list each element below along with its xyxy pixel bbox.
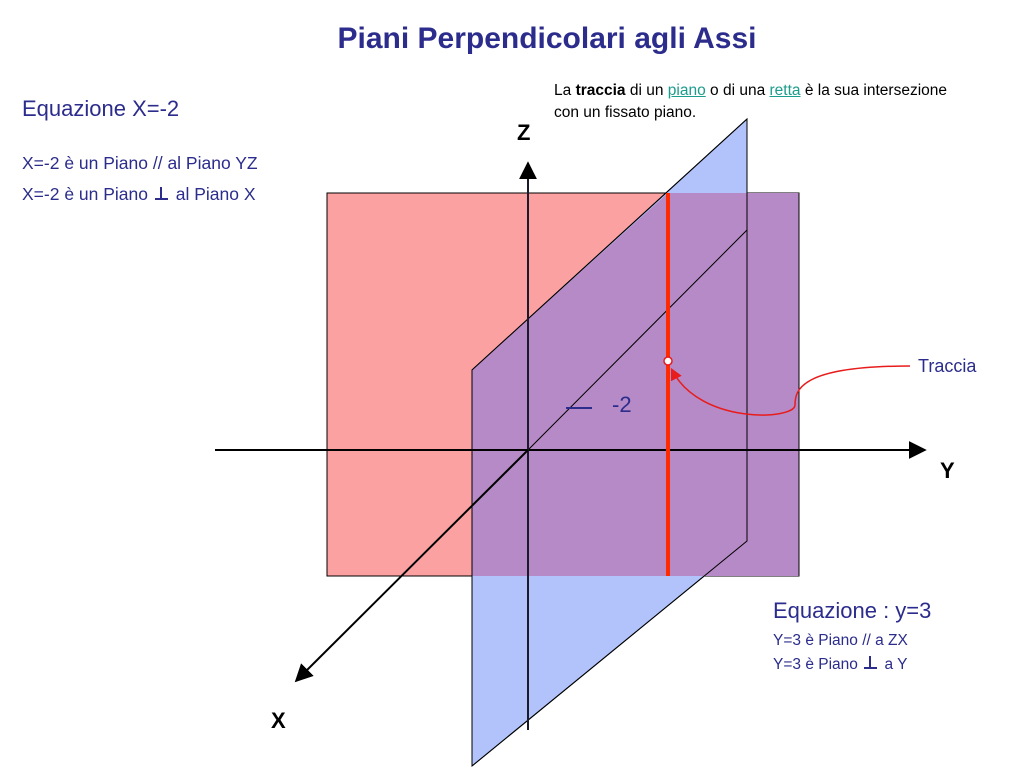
trace-label: Traccia [918,356,977,376]
note-text-4: è la sua intersezione con un fissato pia… [554,82,947,121]
x-axis [294,449,529,683]
plane-overlap [472,193,799,576]
note-link-piano[interactable]: piano [667,82,706,99]
plane-x2-edges [471,117,748,767]
y-axis-label: Y [940,458,955,483]
perpendicular-symbol [154,187,168,201]
z-axis-label: Z [517,120,531,145]
definition-note: La traccia di un piano o di una retta è … [554,80,974,124]
perpendicular-symbol [864,656,878,670]
equation-x-line-2-end: al Piano X [175,184,256,204]
note-bold-word: traccia [575,82,626,99]
equation-y-line-1: Y=3 è Piano // a ZX [773,632,908,649]
note-text-3: o di una [705,82,770,99]
note-text-2: di un [625,82,668,99]
equation-x-line-2-start: X=-2 è un Piano [22,184,148,204]
equation-y-line-2-start: Y=3 è Piano [773,656,858,673]
plane-x2-inner-line [527,229,748,451]
page-title: Piani Perpendicolari agli Assi [337,22,757,55]
equation-y-line-2-end: a Y [884,656,908,673]
equation-y-line-2: Y=3 è Piano a Y [773,656,908,674]
x-axis-label: X [271,708,286,733]
equation-x-line-2: X=-2 è un Piano al Piano X [22,184,256,205]
equation-x-title: Equazione X=-2 [22,96,180,121]
equation-y-title: Equazione : y=3 [773,598,932,623]
trace-pointer-arrow [670,365,911,416]
equation-x-line-1: X=-2 è un Piano // al Piano YZ [22,153,258,173]
note-text-1: La [554,82,576,99]
tick-label: -2 [612,392,632,417]
note-link-retta[interactable]: retta [769,82,801,99]
trace-point [663,356,673,366]
